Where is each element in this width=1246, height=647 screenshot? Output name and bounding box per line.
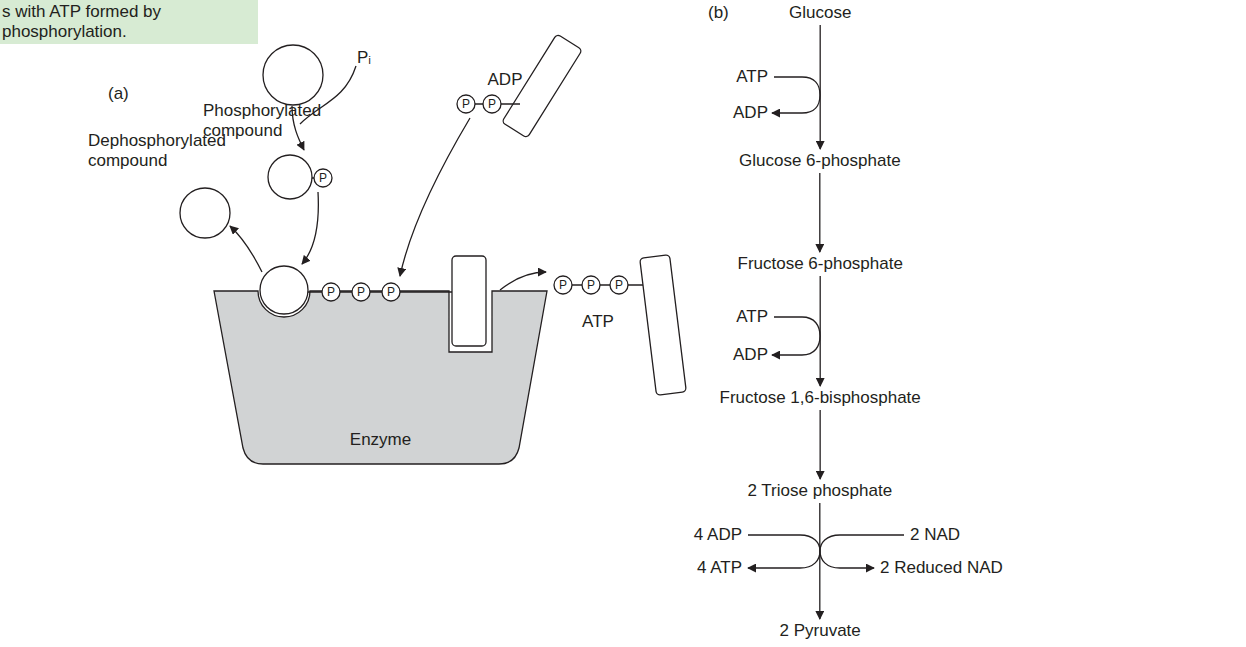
note-box: s with ATP formed by phosphorylation. [0,0,258,44]
phosphate-symbol: P [387,286,395,298]
metabolite-node: 2 Triose phosphate [748,481,893,501]
metabolite-node: Fructose 6-phosphate [738,254,903,274]
cofactor-label: ATP [736,67,768,87]
cofactor-label: ADP [733,103,768,123]
phosphate-symbol: P [488,98,496,110]
part-label: (a) [108,84,129,104]
adenosine-bar [452,256,486,346]
phosphate-symbol: P [587,279,595,291]
phosphate-symbol: P [559,279,567,291]
enzyme-label: Enzyme [350,430,411,450]
flow-arrow [230,226,262,272]
compound-circle [180,188,230,238]
enzyme-body [214,291,547,464]
phosphate-symbol: P [327,286,335,298]
phosphate-circle [554,276,572,294]
cofactor-label: 2 Reduced NAD [880,558,1003,578]
flow-arrow [820,25,821,149]
cofactor-label: 2 NAD [910,525,960,545]
metabolite-name: Glucose 6-phosphate [739,151,901,171]
side-arrow [772,77,820,113]
cofactor-label: ADP [733,345,768,365]
enzyme-shape: Enzyme [213,290,548,465]
compound-circle [268,155,312,199]
phosphate-circle [483,95,501,113]
phosphate-circle [314,169,332,187]
phosphate-circle [610,276,628,294]
adenosine-bar [640,255,687,396]
flow-arrow [819,173,820,252]
metabolite-name: Fructose 1,6-bisphosphate [720,388,921,408]
phosphate-circle [322,283,340,301]
flow-arrow [302,192,318,264]
phosphate-label: Pᵢ [357,48,371,68]
molecule-label: ADP [488,70,523,90]
metabolite-node: Glucose [789,3,851,23]
metabolite-node: 2 Pyruvate [780,621,861,641]
phosphate-symbol: P [615,279,623,291]
phosphate-circle [352,283,370,301]
cofactor-label: ATP [736,307,768,327]
cofactor-label: 4 ATP [697,558,742,578]
compound-label: Dephosphorylated compound [88,131,238,171]
flow-arrow [500,272,546,290]
phosphate-circle [457,95,475,113]
phosphate-symbol: P [462,98,470,110]
metabolite-name: Fructose 6-phosphate [738,254,903,274]
flow-arrow [820,276,821,386]
metabolite-name: Glucose [789,3,851,23]
phosphate-circle [382,283,400,301]
phosphate-symbol: P [319,172,327,184]
phosphate-circle [582,276,600,294]
metabolite-name: 2 Pyruvate [780,621,861,641]
flow-arrow [819,503,820,619]
metabolite-name: 2 Triose phosphate [748,481,893,501]
metabolite-node: Glucose 6-phosphate [739,151,901,171]
molecule-label: ATP [582,312,614,332]
cofactor-label: 4 ADP [694,525,742,545]
phosphate-symbol: P [357,286,365,298]
side-arrow [748,535,820,568]
flow-arrow [400,118,470,276]
note-text: s with ATP formed by phosphorylation. [2,2,178,42]
part-label: (b) [708,3,729,23]
compound-circle [263,45,323,105]
flow-arrow [819,410,820,479]
side-arrow [772,317,820,355]
metabolite-node: Fructose 1,6-bisphosphate [720,388,921,408]
bound-compound [260,266,308,314]
